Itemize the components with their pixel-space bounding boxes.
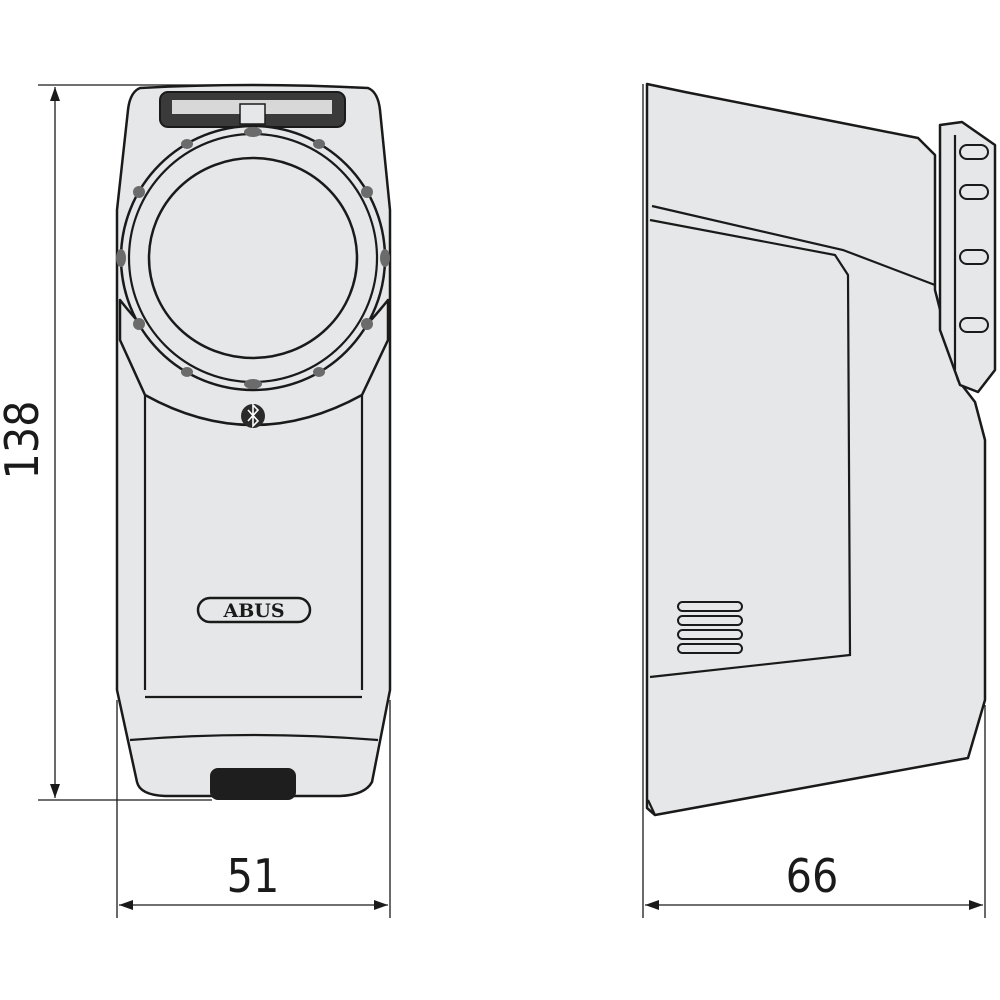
dimension-lines xyxy=(38,84,986,918)
abus-logo: ABUS xyxy=(196,596,312,624)
logo-lettering: ABUS xyxy=(222,600,284,622)
front-view: ABUS xyxy=(115,83,392,800)
height-dimension-label: 138 xyxy=(0,401,49,480)
vent-slots xyxy=(677,601,743,654)
front-width-dimension-label: 51 xyxy=(227,849,280,903)
side-view xyxy=(645,82,997,817)
knob-face xyxy=(147,156,359,360)
bottom-button xyxy=(210,768,296,800)
side-depth-dimension-label: 66 xyxy=(786,849,839,903)
